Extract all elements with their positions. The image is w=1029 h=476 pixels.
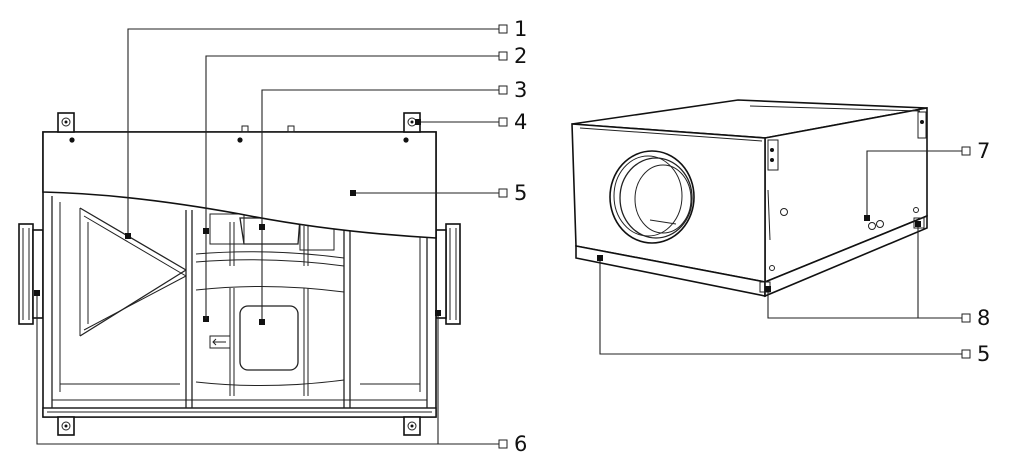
callout-7-label: 7: [977, 139, 990, 163]
fan-assembly-lower: [195, 285, 345, 396]
iso-foot-side: [913, 217, 925, 229]
iso-side-details: [767, 111, 927, 271]
callout-1-label: 1: [514, 17, 527, 41]
right-duct-collar: [435, 223, 461, 325]
callout-5-front-label: 5: [514, 181, 527, 205]
cover-screws: [69, 125, 409, 143]
callout-8-label: 8: [977, 306, 990, 330]
isometric-view-unit: [571, 99, 928, 298]
callout-5-iso-label: 5: [977, 342, 990, 366]
callout-end-boxes: [498, 24, 971, 449]
filter-frame: [79, 207, 187, 337]
inner-compartments: [51, 196, 428, 408]
callout-4-label: 4: [514, 110, 527, 134]
callout-6-label: 6: [514, 432, 527, 456]
callout-2-label: 2: [514, 44, 527, 68]
top-cover-panel: [42, 131, 437, 239]
mounting-bracket-bottom-right: [403, 416, 421, 436]
callout-3-label: 3: [514, 78, 527, 102]
iso-duct-collar: [609, 150, 695, 244]
mounting-bracket-bottom-left: [57, 416, 75, 436]
callout-leaders: [34, 28, 968, 445]
mounting-bracket-top-left: [57, 112, 75, 133]
front-view-unit: [18, 112, 461, 436]
left-duct-collar: [18, 223, 44, 325]
